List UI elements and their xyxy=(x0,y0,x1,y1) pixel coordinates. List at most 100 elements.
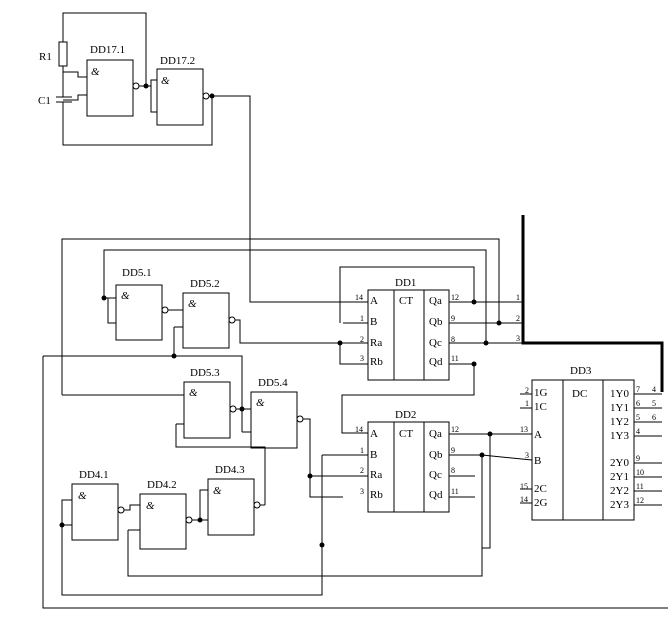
pin-number: 9 xyxy=(451,446,455,455)
gate-dd5-2 xyxy=(182,292,230,349)
gate-dd4-1-symbol: & xyxy=(78,490,87,502)
decoder-out-2y3: 2Y3 xyxy=(610,499,629,511)
bus-pin-4: 4 xyxy=(652,385,656,394)
inverter-bubble-dd5-3 xyxy=(229,405,237,413)
decoder-out-1y3: 1Y3 xyxy=(610,430,629,442)
pin-number: 3 xyxy=(360,487,364,496)
counter-dd2-in-b: B xyxy=(370,449,377,461)
label-r1: R1 xyxy=(39,51,52,63)
pin-number: 9 xyxy=(451,314,455,323)
counter-dd2-out-qd: Qd xyxy=(429,489,443,501)
gate-dd5-2-symbol: & xyxy=(188,298,197,310)
label-dd3: DD3 xyxy=(570,365,592,377)
inverter-bubble-dd4-1 xyxy=(117,506,125,514)
pin-number: 2 xyxy=(525,386,529,395)
decoder-out-1y0: 1Y0 xyxy=(610,388,629,400)
gate-dd5-3-symbol: & xyxy=(189,387,198,399)
pin-number: 3 xyxy=(360,354,364,363)
counter-dd1: DD1 CT A B Ra Rb Qa Qb Qc Qd 14 1 2 3 12… xyxy=(337,266,524,434)
junction-dot xyxy=(471,361,477,367)
gate-dd5-1 xyxy=(115,284,163,341)
decoder-dd3-function: DC xyxy=(572,388,587,400)
gate-dd17-2 xyxy=(156,68,204,126)
counter-dd2-function: CT xyxy=(399,428,413,440)
gate-dd5-3 xyxy=(183,381,231,439)
pin-number: 1 xyxy=(525,399,529,408)
inverter-bubble-dd17-1 xyxy=(132,82,140,90)
bus-line xyxy=(521,215,664,392)
pin-number: 6 xyxy=(636,399,640,408)
decoder-in-2c: 2C xyxy=(534,483,547,495)
inverter-bubble-dd17-2 xyxy=(202,92,210,100)
pin-number: 9 xyxy=(636,454,640,463)
resistor-r1 xyxy=(58,41,68,67)
counter-dd2: DD2 CT A B Ra Rb Qa Qb Qc Qd 14 1 2 3 12… xyxy=(42,355,668,609)
counter-dd2-in-rb: Rb xyxy=(370,489,383,501)
decoder-out-2y0: 2Y0 xyxy=(610,457,629,469)
gate-dd17-1 xyxy=(86,59,134,117)
counter-dd2-out-qb: Qb xyxy=(429,449,443,461)
junction-dot xyxy=(471,299,477,305)
junction-dot xyxy=(487,431,493,437)
gate-dd4-1 xyxy=(71,483,119,541)
junction-dot xyxy=(307,473,313,479)
clock-generator: R1 C1 & DD17.1 & DD17.2 xyxy=(38,12,343,303)
pin-number: 11 xyxy=(451,487,459,496)
gate-dd4-2 xyxy=(139,493,187,550)
gate-group-dd4: & DD4.1 & DD4.2 & DD4.3 xyxy=(59,455,483,596)
counter-dd2-in-a: A xyxy=(370,428,378,440)
label-dd4-1: DD4.1 xyxy=(79,469,109,481)
counter-dd1-in-a: A xyxy=(370,295,378,307)
capacitor-c1 xyxy=(56,96,72,103)
junction-dot xyxy=(209,93,215,99)
gate-dd17-2-symbol: & xyxy=(161,75,170,87)
pin-number: 4 xyxy=(636,427,640,436)
pin-number: 1 xyxy=(360,314,364,323)
junction-dot xyxy=(479,452,485,458)
label-dd4-3: DD4.3 xyxy=(215,464,245,476)
label-dd1: DD1 xyxy=(395,277,416,289)
junction-dot xyxy=(59,522,65,528)
pin-number: 2 xyxy=(360,466,364,475)
gate-group-dd5: & DD5.1 & DD5.2 & DD5.3 & DD5.4 xyxy=(61,238,500,505)
bus-pin-6: 6 xyxy=(652,413,656,422)
counter-dd1-out-qd: Qd xyxy=(429,356,443,368)
inverter-bubble-dd4-3 xyxy=(253,501,261,509)
counter-dd1-out-qb: Qb xyxy=(429,316,443,328)
junction-dot xyxy=(143,83,149,89)
inverter-bubble-dd5-4 xyxy=(296,415,304,423)
counter-dd1-out-qa: Qa xyxy=(429,295,442,307)
bus-pin-1: 1 xyxy=(516,293,520,302)
pin-number: 11 xyxy=(636,482,644,491)
counter-dd1-function: CT xyxy=(399,295,413,307)
junction-dot xyxy=(101,295,107,301)
label-dd5-4: DD5.4 xyxy=(258,377,288,389)
decoder-in-1g: 1G xyxy=(534,387,548,399)
counter-dd2-in-ra: Ra xyxy=(370,469,382,481)
label-dd4-2: DD4.2 xyxy=(147,479,177,491)
junction-dot xyxy=(496,320,502,326)
counter-dd1-body xyxy=(367,289,450,381)
label-dd17-1: DD17.1 xyxy=(90,44,125,56)
pin-number: 8 xyxy=(451,466,455,475)
junction-dot xyxy=(483,340,489,346)
gate-dd4-2-symbol: & xyxy=(146,500,155,512)
counter-dd1-in-b: B xyxy=(370,316,377,328)
decoder-in-a: A xyxy=(534,429,542,441)
label-dd2: DD2 xyxy=(395,409,416,421)
pin-number: 12 xyxy=(636,496,644,505)
gate-dd17-1-symbol: & xyxy=(91,66,100,78)
pin-number: 3 xyxy=(525,451,529,460)
gate-dd5-4-symbol: & xyxy=(256,397,265,409)
counter-dd1-out-qc: Qc xyxy=(429,337,442,349)
bus-pin-5: 5 xyxy=(652,399,656,408)
pin-number: 14 xyxy=(355,293,363,302)
decoder-dd3-body xyxy=(531,379,635,521)
gate-dd4-3 xyxy=(207,478,255,536)
decoder-out-2y2: 2Y2 xyxy=(610,485,629,497)
gate-dd4-3-symbol: & xyxy=(213,485,222,497)
label-dd5-2: DD5.2 xyxy=(190,278,220,290)
label-dd5-3: DD5.3 xyxy=(190,367,220,379)
junction-dot xyxy=(319,542,325,548)
